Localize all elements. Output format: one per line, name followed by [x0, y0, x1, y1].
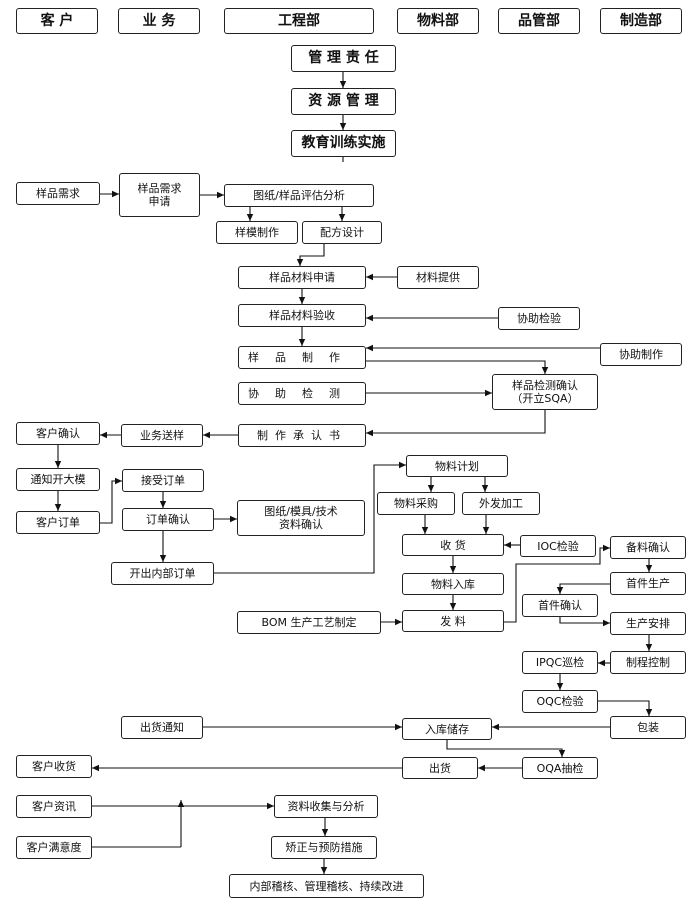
material-purchase: 物料采购 [377, 492, 455, 515]
sample-request: 样品需求 申请 [119, 173, 200, 217]
connector-arrow [559, 617, 610, 627]
sample-test-confirm: 样品检测确认 （开立SQA） [492, 374, 598, 410]
sample-material-check: 样品材料验收 [238, 304, 366, 327]
sample-mold-making: 样模制作 [216, 221, 298, 244]
oqa-sampling: OQA抽检 [522, 757, 598, 779]
customer-confirm: 客户确认 [16, 422, 100, 445]
dept-manufacturing: 制造部 [600, 8, 682, 34]
drawing-mold-tech-confirm: 图纸/模具/技术 资料确认 [237, 500, 365, 536]
accept-order: 接受订单 [122, 469, 204, 492]
connector-arrow [446, 740, 566, 757]
material-stock-in: 物料入库 [402, 573, 504, 595]
sample-need: 样品需求 [16, 182, 100, 205]
dept-engineering: 工程部 [224, 8, 374, 34]
dept-customer: 客 户 [16, 8, 98, 34]
corrective-preventive-action: 矫正与预防措施 [271, 836, 377, 859]
assist-inspection: 协助检验 [498, 307, 580, 330]
dept-materials: 物料部 [397, 8, 479, 34]
packing: 包装 [610, 716, 686, 739]
connector-arrow [296, 244, 325, 266]
bom-process-setup: BOM 生产工艺制定 [237, 611, 381, 634]
goods-receipt: 收 货 [402, 534, 504, 556]
process-control: 制程控制 [610, 651, 686, 674]
sample-making: 样品制作 [238, 346, 366, 369]
audit-and-improvement: 内部稽核、管理稽核、持续改进 [229, 874, 424, 898]
connector-arrow [598, 700, 653, 716]
connector-arrow [214, 461, 406, 574]
notify-open-mold: 通知开大模 [16, 468, 100, 491]
material-issue: 发 料 [402, 610, 504, 632]
ipqc-patrol: IPQC巡检 [522, 651, 598, 674]
spec-book-making: 制作承认书 [238, 424, 366, 447]
assist-testing: 协助检测 [238, 382, 366, 405]
assist-making: 协助制作 [600, 343, 682, 366]
drawing-sample-analysis: 图纸/样品评估分析 [224, 184, 374, 207]
material-supply: 材料提供 [397, 266, 479, 289]
dept-sales: 业 务 [118, 8, 200, 34]
iqc-inspection: IOC检验 [520, 535, 596, 557]
customer-order: 客户订单 [16, 511, 100, 534]
first-piece-confirm: 首件确认 [522, 594, 598, 617]
resource-management: 资 源 管 理 [291, 88, 396, 115]
sales-send-sample: 业务送样 [121, 424, 203, 447]
production-arrange: 生产安排 [610, 612, 686, 635]
customer-satisfaction: 客户满意度 [16, 836, 92, 859]
order-confirm: 订单确认 [122, 508, 214, 531]
outsource-processing: 外发加工 [462, 492, 540, 515]
training-implementation: 教育训练实施 [291, 130, 396, 157]
shipping-notice: 出货通知 [121, 716, 203, 739]
dept-quality: 品管部 [498, 8, 580, 34]
internal-order: 开出内部订单 [111, 562, 214, 585]
first-piece-production: 首件生产 [610, 572, 686, 595]
material-prep-confirm: 备料确认 [610, 536, 686, 559]
customer-info: 客户资讯 [16, 795, 92, 818]
sample-material-apply: 样品材料申请 [238, 266, 366, 289]
management-responsibility: 管 理 责 任 [291, 45, 396, 72]
shipment: 出货 [402, 757, 478, 779]
formula-design: 配方设计 [302, 221, 382, 244]
connector-arrow [366, 410, 546, 437]
data-collection-analysis: 资料收集与分析 [274, 795, 378, 818]
connector-arrow [100, 477, 122, 524]
connector-arrow [504, 544, 610, 623]
warehouse-storage: 入库储存 [402, 718, 492, 740]
customer-receipt: 客户收货 [16, 755, 92, 778]
connector-arrow [556, 583, 610, 594]
connector-arrow [366, 360, 549, 374]
oqc-inspection: OQC检验 [522, 690, 598, 713]
material-plan: 物料计划 [406, 455, 508, 477]
